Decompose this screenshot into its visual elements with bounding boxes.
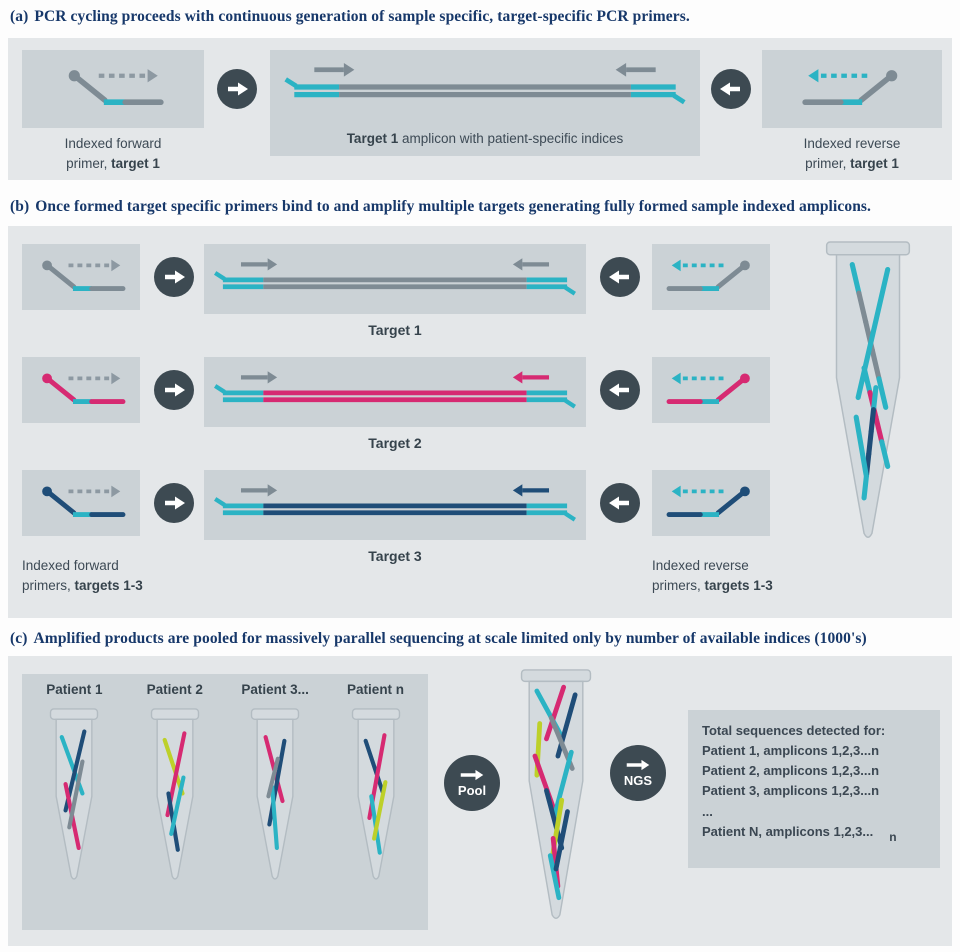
results-title: Total sequences detected for: xyxy=(702,723,886,738)
patient-2-column: Patient 2 xyxy=(127,674,223,899)
arrow-right-circle-icon xyxy=(154,257,194,297)
amplicon-box-a: Target 1 amplicon with patient-specific … xyxy=(270,50,700,156)
results-line-1: Patient 1, amplicons 1,2,3...n xyxy=(702,743,880,759)
arrow-left-circle-icon xyxy=(711,69,751,109)
patient-2-tube-icon xyxy=(144,703,206,899)
forward-primer-icon-t1 xyxy=(31,252,131,302)
reverse-primer-label-line1: Indexed reverse xyxy=(803,136,901,151)
forward-primer-label-line2: primer, target 1 xyxy=(66,156,160,172)
arrow-left-circle-icon xyxy=(600,483,640,523)
caption-c: (c) Amplified products are pooled for mas… xyxy=(10,630,867,648)
pool-label: Pool xyxy=(457,783,487,798)
ngs-step-circle: NGS xyxy=(610,745,666,801)
reverse-primer-box-t3 xyxy=(652,470,770,536)
forward-primer-box-t1 xyxy=(22,244,140,310)
target3-row: Target 3 xyxy=(8,470,798,582)
caption-a-text: PCR cycling proceeds with continuous gen… xyxy=(34,8,690,25)
patient-n-column: Patient n xyxy=(328,674,424,899)
amplicon-label-a: Target 1 amplicon with patient-specific … xyxy=(346,131,624,146)
sample-tube-icon xyxy=(808,240,928,555)
amplicon-box-t2 xyxy=(204,357,586,427)
amplicon-graphic-t2 xyxy=(210,360,580,424)
reverse-primer-box-t1 xyxy=(652,244,770,310)
reverse-primer-label-line2: primer, target 1 xyxy=(805,156,899,172)
forward-primer-box-t2 xyxy=(22,357,140,423)
patient-3-tube-icon xyxy=(244,703,306,899)
arrow-right-icon xyxy=(459,768,485,782)
forward-primer-icon-t2 xyxy=(31,365,131,415)
results-ellipsis: ... xyxy=(702,803,713,819)
reverse-primer-box-a xyxy=(762,50,942,128)
results-box: Total sequences detected for: Patient 1,… xyxy=(688,710,940,868)
forward-primer-label-a: Indexed forward primer, target 1 xyxy=(14,134,212,175)
forward-primer-icon xyxy=(56,62,170,116)
results-subscript-n: n xyxy=(889,829,897,844)
caption-a: (a) PCR cycling proceeds with continuous … xyxy=(10,8,690,26)
patient-n-label: Patient n xyxy=(347,682,405,697)
reverse-primers-label-b: Indexed reverse primers, targets 1-3 xyxy=(652,558,773,594)
reverse-primer-box-t2 xyxy=(652,357,770,423)
results-line-n: Patient N, amplicons 1,2,3...n xyxy=(702,823,897,844)
patient-1-label: Patient 1 xyxy=(46,682,103,697)
reverse-primer-icon-t3 xyxy=(661,478,761,528)
patient-1-column: Patient 1 xyxy=(26,674,122,899)
caption-a-index: (a) xyxy=(10,8,29,25)
caption-c-index: (c) xyxy=(10,630,28,647)
target2-row: Target 2 xyxy=(8,357,798,469)
arrow-right-icon xyxy=(625,758,651,772)
pooled-tube-icon xyxy=(508,668,604,936)
caption-b-text: Once formed target specific primers bind… xyxy=(35,198,872,215)
arrow-right-circle-icon xyxy=(217,69,257,109)
forward-primer-box-t3 xyxy=(22,470,140,536)
forward-primer-icon-t3 xyxy=(31,478,131,528)
forward-primer-box-a xyxy=(22,50,204,128)
reverse-primer-label-a: Indexed reverse primer, target 1 xyxy=(754,134,950,175)
caption-c-text: Amplified products are pooled for massiv… xyxy=(33,630,867,647)
patient-3-column: Patient 3... xyxy=(227,674,323,899)
arrow-right-circle-icon xyxy=(154,370,194,410)
panel-b: Target 1 Target 2 xyxy=(8,226,952,618)
reverse-primer-icon xyxy=(796,62,910,116)
arrow-right-circle-icon xyxy=(154,483,194,523)
patient-1-tube-icon xyxy=(43,703,105,899)
target1-row: Target 1 xyxy=(8,244,798,356)
patient-3-label: Patient 3... xyxy=(241,682,309,697)
reverse-primer-icon-t1 xyxy=(661,252,761,302)
forward-primers-label-b: Indexed forward primers, targets 1-3 xyxy=(22,558,143,594)
amplicon-graphic-t3 xyxy=(210,473,580,537)
caption-b: (b) Once formed target specific primers b… xyxy=(10,198,871,216)
target2-label: Target 2 xyxy=(368,435,422,451)
results-line-2: Patient 2, amplicons 1,2,3...n xyxy=(702,763,880,779)
patient-n-tube-icon xyxy=(345,703,407,899)
panel-c: Patient 1 Patient 2 Patient 3... Patient… xyxy=(8,656,952,946)
amplicon-graphic-target1 xyxy=(280,54,690,118)
reverse-primer-icon-t2 xyxy=(661,365,761,415)
amplicon-box-t3 xyxy=(204,470,586,540)
caption-b-index: (b) xyxy=(10,198,30,215)
amplicon-graphic-t1 xyxy=(210,247,580,311)
arrow-left-circle-icon xyxy=(600,370,640,410)
target1-label: Target 1 xyxy=(368,322,422,338)
pool-step-circle: Pool xyxy=(444,755,500,811)
ngs-label: NGS xyxy=(623,773,653,788)
patient-samples-box: Patient 1 Patient 2 Patient 3... Patient… xyxy=(22,674,428,930)
patient-2-label: Patient 2 xyxy=(146,682,203,697)
arrow-left-circle-icon xyxy=(600,257,640,297)
results-line-3: Patient 3, amplicons 1,2,3...n xyxy=(702,783,880,799)
panel-a: Indexed forward primer, target 1 Target … xyxy=(8,38,952,180)
forward-primer-label-line1: Indexed forward xyxy=(64,136,162,151)
amplicon-box-t1 xyxy=(204,244,586,314)
target3-label: Target 3 xyxy=(368,548,422,564)
